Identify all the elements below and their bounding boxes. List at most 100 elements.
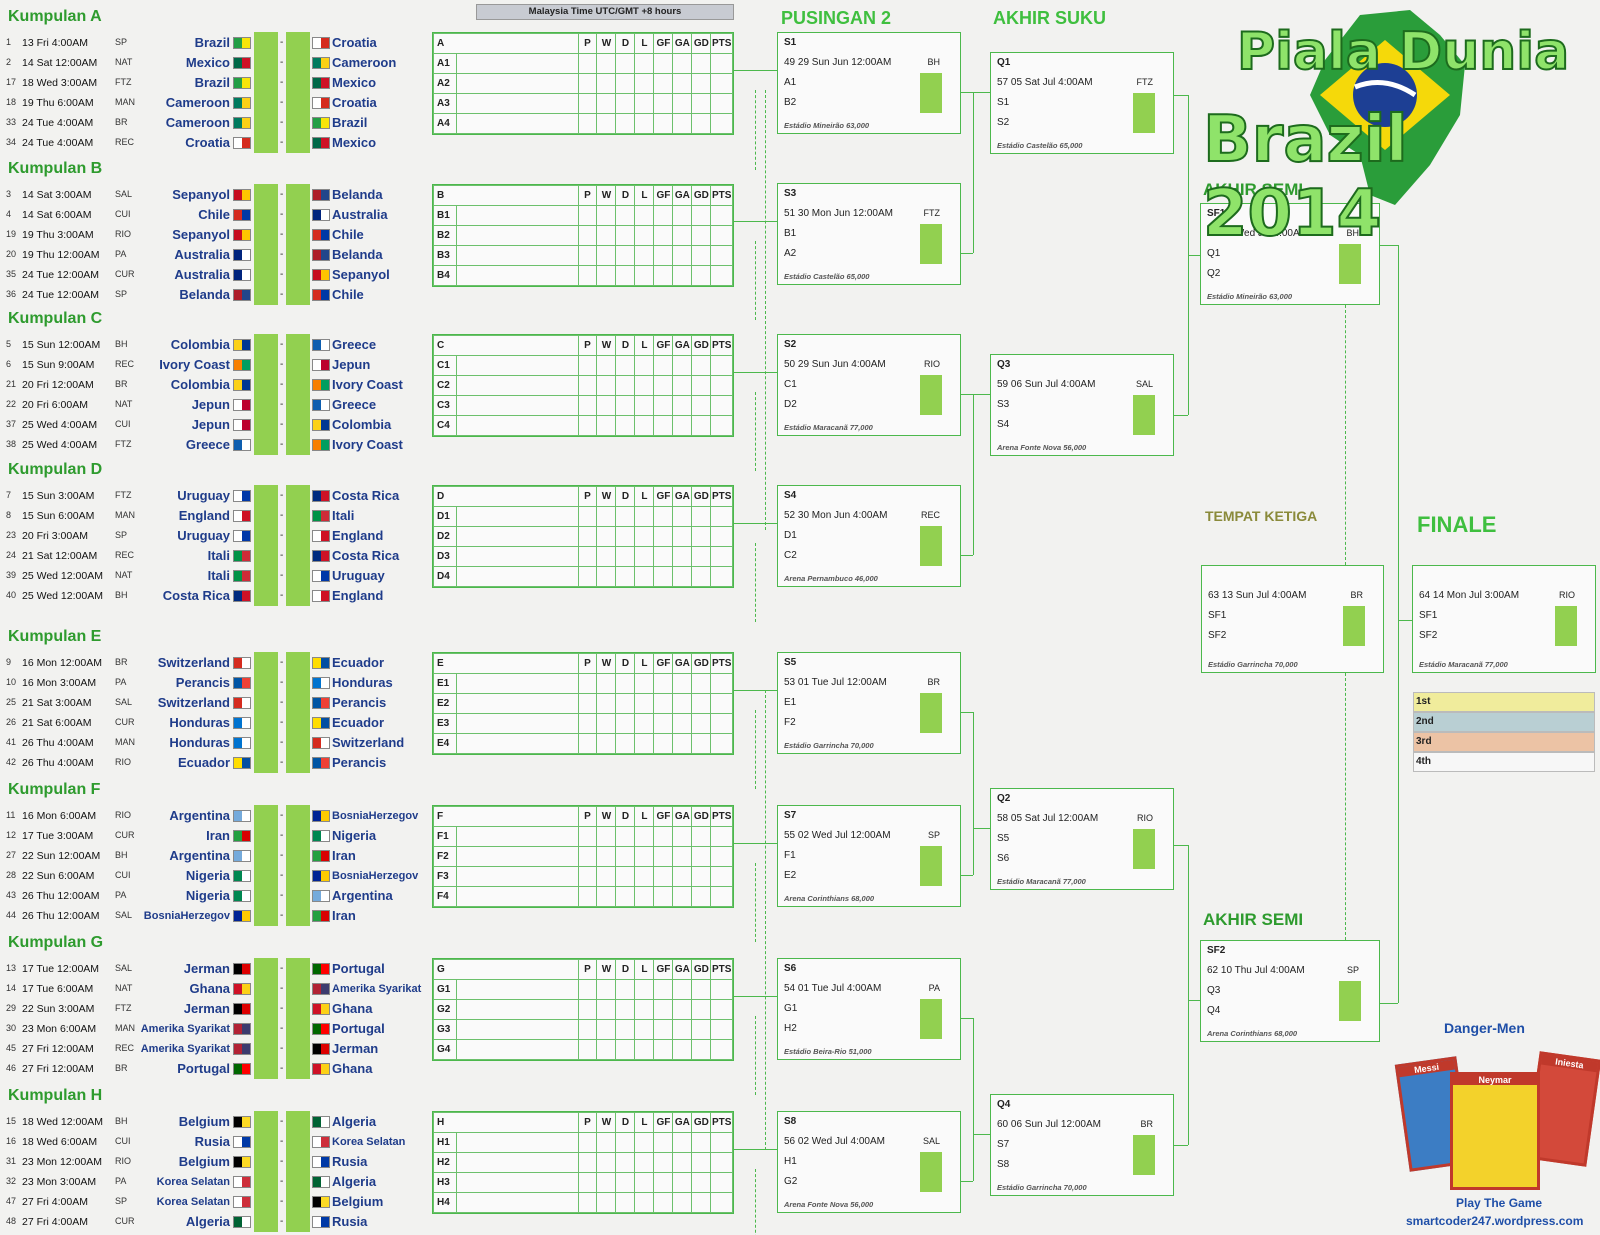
score-column-home[interactable] <box>254 652 278 773</box>
standing-team-cell[interactable] <box>456 1192 579 1213</box>
standing-team-cell[interactable] <box>456 1152 579 1173</box>
standing-team-cell[interactable] <box>456 979 579 1000</box>
site-link[interactable]: smartcoder247.wordpress.com <box>1406 1214 1584 1228</box>
standing-stat-cell <box>691 1172 712 1193</box>
standing-stat-cell <box>615 886 636 907</box>
match-row: 25 21 Sat 3:00AM SAL Switzerland - Peran… <box>0 693 425 713</box>
score-column-home[interactable] <box>254 32 278 153</box>
standing-team-cell[interactable] <box>456 506 579 527</box>
score-column-away[interactable] <box>286 334 310 455</box>
score-input[interactable] <box>920 526 942 566</box>
standing-team-cell[interactable] <box>456 826 579 847</box>
score-input[interactable] <box>1133 93 1155 133</box>
standing-team-cell[interactable] <box>456 999 579 1020</box>
standing-team-cell[interactable] <box>456 713 579 734</box>
standing-team-cell[interactable] <box>456 693 579 714</box>
match-date: 18 Wed 12:00AM <box>22 1116 103 1128</box>
standing-stat-cell <box>710 93 733 114</box>
match-row: 24 21 Sat 12:00AM REC Itali - Costa Rica <box>0 546 425 566</box>
standing-team-cell[interactable] <box>456 53 579 74</box>
standing-team-cell[interactable] <box>456 673 579 694</box>
score-input[interactable] <box>920 375 942 415</box>
score-column-home[interactable] <box>254 805 278 926</box>
standing-team-cell[interactable] <box>456 265 579 286</box>
score-input[interactable] <box>920 846 942 886</box>
play-game-link[interactable]: Play The Game <box>1456 1196 1543 1210</box>
standing-stat-cell <box>710 713 733 734</box>
standing-team-cell[interactable] <box>456 1132 579 1153</box>
score-input[interactable] <box>1343 606 1365 646</box>
standing-team-cell[interactable] <box>456 205 579 226</box>
score-column-away[interactable] <box>286 652 310 773</box>
score-column-home[interactable] <box>254 485 278 606</box>
match-date: 16 Mon 12:00AM <box>22 657 102 669</box>
standing-stat-cell <box>596 1132 617 1153</box>
score-column-away[interactable] <box>286 1111 310 1232</box>
score-input[interactable] <box>1339 981 1361 1021</box>
standing-team-cell[interactable] <box>456 355 579 376</box>
player-card-mid[interactable]: Neymar <box>1450 1072 1540 1190</box>
standing-team-cell[interactable] <box>456 733 579 754</box>
standing-stat-cell <box>653 225 674 246</box>
standing-team-cell[interactable] <box>456 1019 579 1040</box>
standing-stat-cell <box>672 846 693 867</box>
standing-team-cell[interactable] <box>456 546 579 567</box>
standing-team-cell[interactable] <box>456 375 579 396</box>
match-number: 2 <box>6 57 12 67</box>
score-input[interactable] <box>1133 395 1155 435</box>
bracket-line <box>1380 1003 1398 1004</box>
standing-team-cell[interactable] <box>456 1172 579 1193</box>
home-flag-icon <box>233 137 251 149</box>
standing-stat-cell <box>691 1192 712 1213</box>
standing-team-cell[interactable] <box>456 415 579 436</box>
score-input[interactable] <box>920 73 942 113</box>
standing-team-cell[interactable] <box>456 225 579 246</box>
standing-team-cell[interactable] <box>456 113 579 134</box>
score-separator: - <box>280 830 284 841</box>
standing-team-cell[interactable] <box>456 245 579 266</box>
standing-team-cell[interactable] <box>456 526 579 547</box>
away-team: Brazil <box>332 115 368 130</box>
score-column-home[interactable] <box>254 1111 278 1232</box>
standing-team-cell[interactable] <box>456 73 579 94</box>
standing-team-cell[interactable] <box>456 395 579 416</box>
match-slot-2: Q4 <box>1207 1005 1221 1016</box>
away-flag-icon <box>312 209 330 221</box>
score-input[interactable] <box>920 999 942 1039</box>
score-column-home[interactable] <box>254 184 278 305</box>
score-input[interactable] <box>1133 829 1155 869</box>
score-input[interactable] <box>920 693 942 733</box>
legend-row: 3rd <box>1413 732 1595 752</box>
score-input[interactable] <box>920 224 942 264</box>
standing-team-cell[interactable] <box>456 866 579 887</box>
standing-stat-cell <box>577 355 598 376</box>
standing-team-cell[interactable] <box>456 1039 579 1060</box>
match-slot-2: Q2 <box>1207 268 1221 279</box>
score-column-away[interactable] <box>286 32 310 153</box>
away-flag-icon <box>312 757 330 769</box>
score-input[interactable] <box>1555 606 1577 646</box>
standing-team-cell[interactable] <box>456 566 579 587</box>
standing-team-cell[interactable] <box>456 846 579 867</box>
score-column-away[interactable] <box>286 184 310 305</box>
score-column-home[interactable] <box>254 334 278 455</box>
standing-stat-cell <box>691 205 712 226</box>
score-column-home[interactable] <box>254 958 278 1079</box>
standing-team-cell[interactable] <box>456 93 579 114</box>
score-column-away[interactable] <box>286 958 310 1079</box>
standing-stat-cell <box>710 526 733 547</box>
score-input[interactable] <box>1339 244 1361 284</box>
match-venue: BR <box>115 379 128 389</box>
score-column-away[interactable] <box>286 805 310 926</box>
score-input[interactable] <box>1133 1135 1155 1175</box>
standing-team-cell[interactable] <box>456 886 579 907</box>
match-row: 41 26 Thu 4:00AM MAN Honduras - Switzerl… <box>0 733 425 753</box>
score-input[interactable] <box>920 1152 942 1192</box>
match-date: 23 Mon 12:00AM <box>22 1156 102 1168</box>
match-number: 27 <box>6 850 17 860</box>
match-number: 4 <box>6 209 12 219</box>
score-column-away[interactable] <box>286 485 310 606</box>
standing-col-header: GF <box>653 653 674 674</box>
stadium: Estádio Mineirão 63,000 <box>784 121 870 130</box>
brazil-map-icon <box>1310 10 1465 205</box>
